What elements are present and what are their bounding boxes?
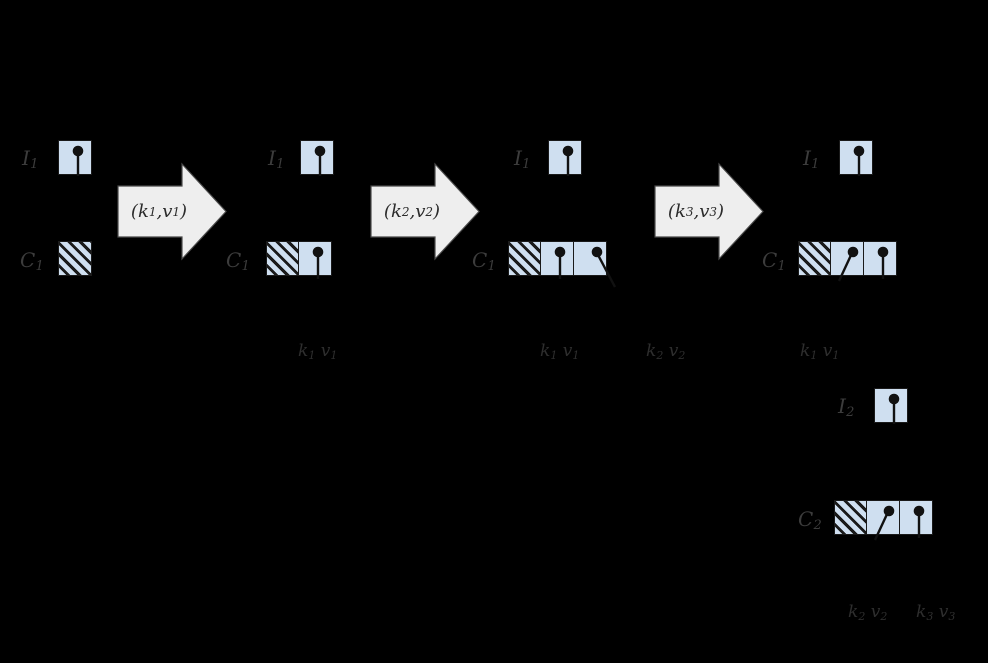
cell-hatched[interactable] [508,241,542,276]
cell-hatched[interactable] [58,241,92,276]
cell-pin-vertical[interactable] [548,140,582,176]
cell-pin-diagonal[interactable] [866,500,901,541]
chunk-c1-col4 [798,241,897,282]
label-i1-col2: I1 [268,146,285,172]
pin-diagonal-icon [591,246,616,288]
cell-hatched[interactable] [266,241,300,276]
pin-vertical-icon [853,145,865,176]
cell-pin-vertical[interactable] [298,241,333,279]
cell-pin-vertical[interactable] [58,140,92,176]
chunk-c2-col4 [834,500,933,541]
block-arrow-icon [654,162,764,261]
index-i1-col1 [58,140,92,176]
label-c1-col4: C1 [762,248,786,274]
label-i1-col3: I1 [514,146,531,172]
cell-pin-vertical[interactable] [862,241,897,279]
label-c1-col2: C1 [226,248,250,274]
index-i2-col4 [874,388,908,424]
cell-hatched[interactable] [798,241,832,276]
cell-pin-vertical[interactable] [540,241,575,279]
cell-pin-vertical[interactable] [874,388,908,424]
pin-vertical-icon [913,505,925,538]
cell-hatched[interactable] [834,500,868,535]
chunk-c1-col3 [508,241,616,288]
pin-vertical-icon [314,145,326,176]
caption-col2-entry-1: k1 v1 [298,341,338,362]
block-arrow-icon [370,162,480,261]
caption-col3-entry-2: k2 v2 [646,341,686,362]
label-c1-col1: C1 [20,248,44,274]
caption-col4-entry-1: k1 v1 [800,341,840,362]
pin-vertical-icon [72,145,84,176]
caption-col3-entry-1: k1 v1 [540,341,580,362]
cell-pin-diagonal[interactable] [830,241,865,282]
pin-vertical-icon [877,246,889,279]
pin-vertical-icon [888,393,900,424]
label-c1-col3: C1 [472,248,496,274]
cell-pin-diagonal[interactable] [572,241,616,288]
cell-pin-vertical[interactable] [898,500,933,538]
label-i2-col4: I2 [838,394,855,420]
caption-col4-c2-entry-2: k3 v3 [916,602,956,623]
index-i1-col4 [839,140,873,176]
label-i1-col4: I1 [803,146,820,172]
index-i1-col2 [300,140,334,176]
chunk-c1-col1 [58,241,92,276]
chunk-c1-col2 [266,241,333,279]
label-c2-col4: C2 [798,507,822,533]
cell-pin-vertical[interactable] [300,140,334,176]
index-i1-col3 [548,140,582,176]
pin-vertical-icon [562,145,574,176]
caption-col4-c2-entry-1: k2 v2 [848,602,888,623]
pin-vertical-icon [313,246,324,279]
cell-pin-vertical[interactable] [839,140,873,176]
label-i1-col1: I1 [22,146,39,172]
block-arrow-icon [117,162,227,261]
